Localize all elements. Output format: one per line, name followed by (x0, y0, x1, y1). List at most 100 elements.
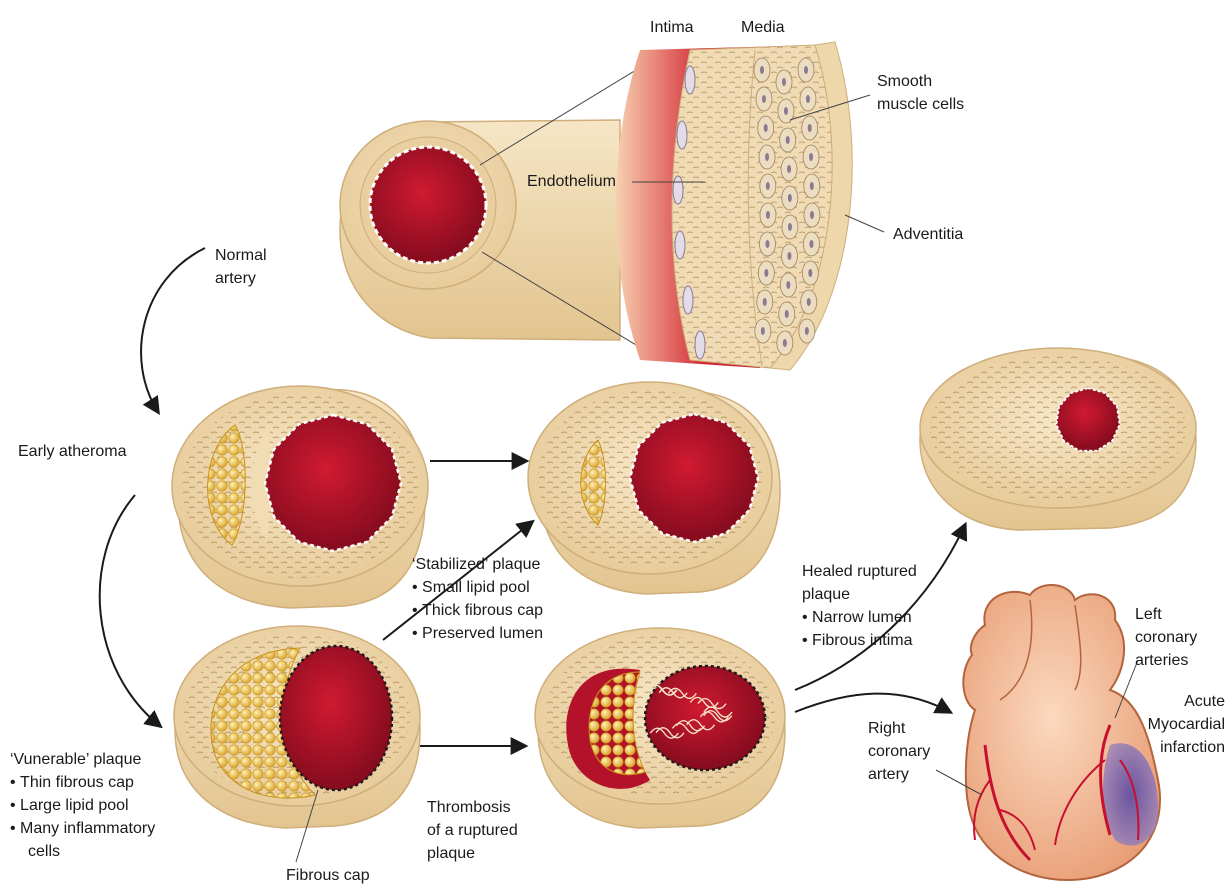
label-endothelium: Endothelium (527, 173, 616, 190)
label-line: Right (868, 720, 906, 737)
cell-nucleus (765, 182, 770, 190)
thrombus-strand (689, 696, 719, 709)
list-item: Narrow lumen (802, 606, 917, 629)
cell-nucleus (782, 78, 786, 86)
arrow-thrombosis-to-heart (794, 692, 954, 714)
label-title: plaque (802, 586, 851, 603)
cell-nucleus (785, 136, 790, 144)
list-item: Small lipid pool (412, 576, 543, 599)
label-right-coronary-artery: Right coronary artery (868, 717, 930, 786)
label-line: Normal (215, 247, 267, 264)
list-item: Preserved lumen (412, 622, 543, 645)
label-line: infarction (1160, 739, 1225, 756)
cell-nucleus (807, 124, 812, 132)
label-line: Thrombosis (427, 799, 511, 816)
label-line: coronary (1135, 629, 1198, 646)
label-line: plaque (427, 845, 476, 862)
early-atheroma-illustration (171, 385, 429, 609)
thrombus-strand (649, 727, 679, 739)
cell-nucleus (787, 252, 792, 260)
label-media: Media (741, 19, 785, 36)
endothelial-cell (672, 175, 684, 205)
stabilized-plaque-illustration (527, 381, 781, 595)
cell-nucleus (763, 124, 768, 132)
label-healed-ruptured-plaque: Healed ruptured plaque Narrow lumen Fibr… (802, 560, 917, 652)
label-title: ‘Vunerable’ plaque (10, 751, 142, 768)
cell-nucleus (760, 327, 765, 335)
cell-nucleus (809, 182, 814, 190)
label-left-coronary-arteries: Left coronary arteries (1135, 603, 1197, 672)
thrombosis-illustration (534, 627, 786, 829)
cell-nucleus (804, 327, 809, 335)
cell-nucleus (762, 298, 767, 306)
cell-nucleus (808, 269, 813, 277)
stabilized-feature-list: Small lipid pool Thick fibrous cap Prese… (412, 576, 543, 645)
vessel-wall-detail (615, 41, 885, 371)
label-line: Smooth (877, 73, 933, 90)
cell-nucleus (760, 66, 764, 74)
label-fibrous-cap: Fibrous cap (286, 867, 370, 884)
cell-nucleus (787, 194, 792, 202)
arrow-early-to-vulnerable (98, 494, 163, 729)
thrombus-strand (667, 687, 697, 700)
label-stabilized-plaque: ‘Stabilized’ plaque Small lipid pool Thi… (412, 553, 543, 645)
label-line: artery (868, 766, 909, 783)
cell-nucleus (787, 165, 792, 173)
label-line: arteries (1135, 652, 1189, 669)
cell-nucleus (809, 153, 814, 161)
vulnerable-feature-list: Thin fibrous cap Large lipid pool Many i… (10, 771, 155, 840)
label-title: Healed ruptured (802, 563, 917, 580)
label-thrombosis: Thrombosis of a ruptured plaque (427, 796, 518, 865)
label-vulnerable-plaque: ‘Vunerable’ plaque Thin fibrous cap Larg… (10, 748, 155, 863)
cell-nucleus (809, 211, 814, 219)
cell-nucleus (805, 95, 810, 103)
thrombus-strand (686, 719, 716, 731)
label-line: artery (215, 270, 256, 287)
cell-nucleus (765, 240, 770, 248)
label-line: Acute (1184, 693, 1225, 710)
arrow-normal-to-early (140, 247, 206, 416)
cell-nucleus (783, 107, 788, 115)
label-normal-artery: Normal artery (215, 244, 267, 290)
cell-nucleus (782, 339, 787, 347)
label-line: muscle cells (877, 96, 965, 113)
cell-nucleus (761, 95, 766, 103)
cell-nucleus (765, 211, 770, 219)
list-item: Thick fibrous cap (412, 599, 543, 622)
cell-nucleus (784, 310, 789, 318)
endothelial-cell (676, 120, 688, 150)
cell-nucleus (806, 298, 811, 306)
label-line: Left (1135, 606, 1162, 623)
label-smooth-muscle-cells: Smooth muscle cells (877, 70, 964, 116)
endothelial-cell (694, 330, 706, 360)
list-item: Large lipid pool (10, 794, 155, 817)
label-line: Myocardial (1147, 716, 1225, 733)
label-title: ‘Stabilized’ plaque (412, 556, 541, 573)
label-adventitia: Adventitia (893, 226, 964, 243)
cell-nucleus (764, 269, 769, 277)
label-intima: Intima (650, 19, 694, 36)
label-acute-myocardial-infarction: Acute Myocardial infarction (1141, 690, 1225, 759)
cell-nucleus (804, 66, 808, 74)
endothelial-cell (684, 65, 696, 95)
normal-artery-illustration (339, 69, 637, 346)
heart-illustration (935, 583, 1161, 882)
label-line: of a ruptured (427, 822, 518, 839)
thrombus-strand (675, 720, 706, 732)
thrombus-strand (703, 709, 733, 722)
thrombus-strand (703, 706, 733, 718)
thrombus-strand (647, 684, 677, 696)
vulnerable-plaque-illustration (173, 625, 421, 863)
list-item: Many inflammatory (10, 817, 155, 840)
endothelial-cell (674, 230, 686, 260)
healed-plaque-illustration (919, 347, 1197, 531)
cell-nucleus (787, 223, 792, 231)
label-line: cells (28, 843, 61, 860)
label-early-atheroma: Early atheroma (18, 443, 127, 460)
endothelial-cell (682, 285, 694, 315)
healed-feature-list: Narrow lumen Fibrous intima (802, 606, 917, 652)
cell-nucleus (786, 281, 791, 289)
cell-nucleus (765, 153, 770, 161)
thrombus-strand (671, 722, 701, 735)
